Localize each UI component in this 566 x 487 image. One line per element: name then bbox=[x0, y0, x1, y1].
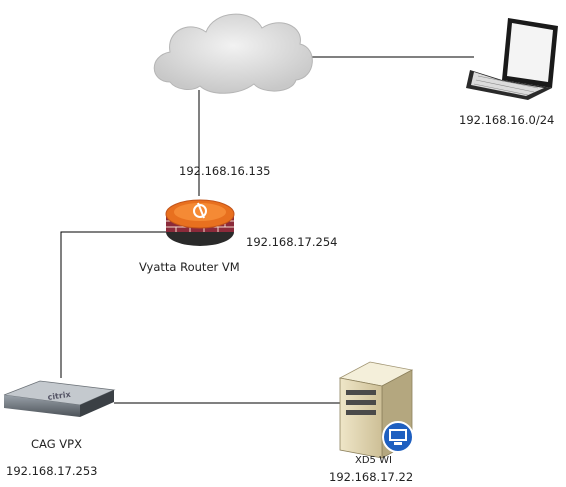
laptop-icon bbox=[466, 18, 558, 100]
appliance-icon: citrix bbox=[3, 380, 116, 417]
server-ip-label: 192.168.17.22 bbox=[329, 470, 414, 484]
cag-name-label: CAG VPX bbox=[31, 437, 82, 451]
router-inside-ip-label: 192.168.17.254 bbox=[246, 235, 338, 249]
cag-ip-label: 192.168.17.253 bbox=[6, 464, 98, 478]
server-tower-icon bbox=[338, 361, 414, 459]
server-name-label: XD5 WI bbox=[355, 455, 392, 466]
monitor-badge-icon bbox=[382, 421, 414, 453]
router-name-label: Vyatta Router VM bbox=[139, 260, 240, 274]
connection-links bbox=[60, 56, 474, 404]
firewall-router-icon bbox=[165, 199, 235, 246]
router-outside-ip-label: 192.168.16.135 bbox=[179, 164, 271, 178]
link-router-cag bbox=[60, 231, 166, 378]
client-subnet-label: 192.168.16.0/24 bbox=[459, 113, 555, 127]
citrix-logo: citrix bbox=[47, 390, 72, 402]
cloud-icon bbox=[153, 13, 313, 94]
